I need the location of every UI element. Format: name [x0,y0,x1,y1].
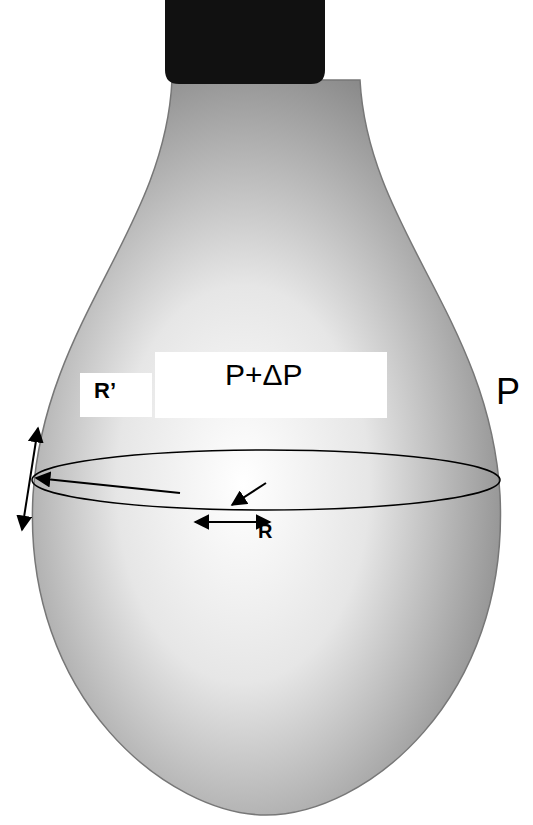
pressure-outside-label: P [496,372,520,412]
bubble-body [32,80,500,815]
radius-leader-r [232,483,266,505]
curvature-arrow [22,428,38,530]
cap [165,0,325,84]
radius-leader-rprime [36,478,180,493]
cross-section-ellipse [32,450,500,510]
pressure-inside-label: P+ΔP [155,352,387,418]
radius-label: R’ [80,373,152,417]
radius-label: R [258,520,272,542]
